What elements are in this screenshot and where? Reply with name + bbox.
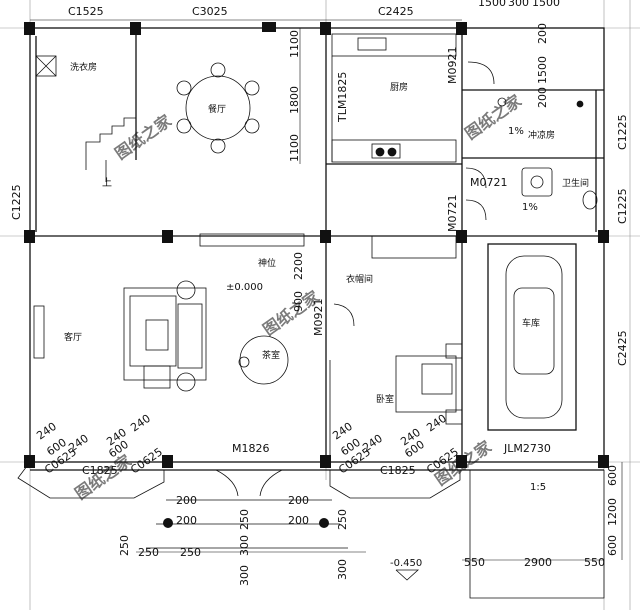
dim-bottom-6: 550 <box>584 556 605 569</box>
kitchen-fixtures <box>331 33 457 163</box>
dim-bottom-5: 2900 <box>524 556 552 569</box>
dim-top-right-3: 1500 <box>532 0 560 9</box>
dim-kitchen-1: 1100 <box>288 30 301 58</box>
dim-steps-h-3: 250 <box>238 509 251 530</box>
dim-steps-h-2: 200 <box>176 514 197 527</box>
code-top-3: C2425 <box>378 5 414 18</box>
code-top-1: C1525 <box>68 5 104 18</box>
code-front-door: M1826 <box>232 442 270 455</box>
slope-bathroom: 1% <box>522 202 538 213</box>
room-tea: 茶室 <box>262 349 280 361</box>
slope-shower: 1% <box>508 126 524 137</box>
bedroom-furniture <box>329 235 463 456</box>
room-living: 客厅 <box>64 331 82 343</box>
dim-shower-1: 200 <box>536 23 549 44</box>
dim-steps-v-3: 300 <box>336 559 349 580</box>
code-door-shower: M0721 <box>470 176 508 189</box>
dim-steps-v-1: 300 <box>238 535 251 556</box>
room-labels: 洗衣房 餐厅 厨房 冲凉房 卫生间 神位 衣帽间 客厅 茶室 卧室 车库 <box>64 61 589 405</box>
level-floor: ±0.000 <box>226 282 263 293</box>
dim-shower-3: 200 <box>536 87 549 108</box>
room-bedroom: 卧室 <box>376 393 394 405</box>
watermark-1: 图纸之家 <box>111 110 175 163</box>
room-cloakroom: 衣帽间 <box>346 273 373 285</box>
dim-kitchen-2: 1800 <box>288 86 301 114</box>
room-dining: 餐厅 <box>208 103 226 115</box>
stair <box>35 55 136 182</box>
dim-shrine-1: 2200 <box>292 252 305 280</box>
code-door-kitchen-side: M0921 <box>446 47 459 85</box>
entry-steps <box>146 499 348 549</box>
room-garage: 车库 <box>522 317 540 329</box>
code-right-2: C1225 <box>616 188 629 224</box>
dim-bottom-2: 250 <box>138 546 159 559</box>
car <box>505 255 563 419</box>
bath-fixtures <box>497 97 598 210</box>
front-bays <box>17 461 605 599</box>
stair-up: 上 <box>102 177 112 189</box>
room-laundry: 洗衣房 <box>70 61 97 73</box>
code-right-3: C2425 <box>616 330 629 366</box>
dim-steps-v-2: 300 <box>238 565 251 586</box>
code-bay-small-2: C0625 <box>128 445 165 476</box>
code-bay-right: C1825 <box>380 464 416 477</box>
level-marks: ±0.000 -0.450 1% 1% 1:5 上 <box>102 126 546 581</box>
room-kitchen: 厨房 <box>390 81 408 93</box>
dim-bottom-3: 250 <box>180 546 201 559</box>
dim-steps-h-4: 200 <box>288 494 309 507</box>
code-left: C1225 <box>10 184 23 220</box>
code-top-2: C3025 <box>192 5 228 18</box>
code-right-1: C1225 <box>616 114 629 150</box>
dim-kitchen-3: 1100 <box>288 134 301 162</box>
dim-bottom-1: 250 <box>118 535 131 556</box>
dim-steps-h-6: 250 <box>336 509 349 530</box>
code-door-wc: M0721 <box>446 195 459 233</box>
dim-bay-left-6: 240 <box>128 412 153 435</box>
dimension-lines <box>30 19 623 561</box>
dim-shrine-2: 900 <box>292 291 305 312</box>
room-shower: 冲凉房 <box>528 129 555 141</box>
room-shrine: 神位 <box>258 257 276 269</box>
code-kitchen-door: TLM1825 <box>336 72 349 123</box>
room-bathroom: 卫生间 <box>562 177 589 189</box>
level-outside: -0.450 <box>390 558 422 569</box>
dim-right-side-3: 600 <box>606 535 619 556</box>
dim-steps-h-1: 200 <box>176 494 197 507</box>
dim-top-right-2: 300 <box>508 0 529 9</box>
columns <box>24 22 609 528</box>
dim-right-side-1: 600 <box>606 465 619 486</box>
dim-shower-2: 1500 <box>536 56 549 84</box>
dim-bay-right-6: 240 <box>424 412 449 435</box>
dim-top-right-1: 1500 <box>478 0 506 9</box>
living-furniture <box>33 233 305 392</box>
dim-right-side-2: 1200 <box>606 498 619 526</box>
slope-ramp: 1:5 <box>530 482 546 493</box>
dim-steps-h-5: 200 <box>288 514 309 527</box>
dim-bottom-4: 550 <box>464 556 485 569</box>
code-door-bedroom: M0921 <box>312 299 325 337</box>
code-garage-door: JLM2730 <box>503 442 551 455</box>
code-bay-left: C1825 <box>82 464 118 477</box>
doors <box>215 61 495 497</box>
dining-set <box>176 62 260 154</box>
walls <box>29 27 605 471</box>
